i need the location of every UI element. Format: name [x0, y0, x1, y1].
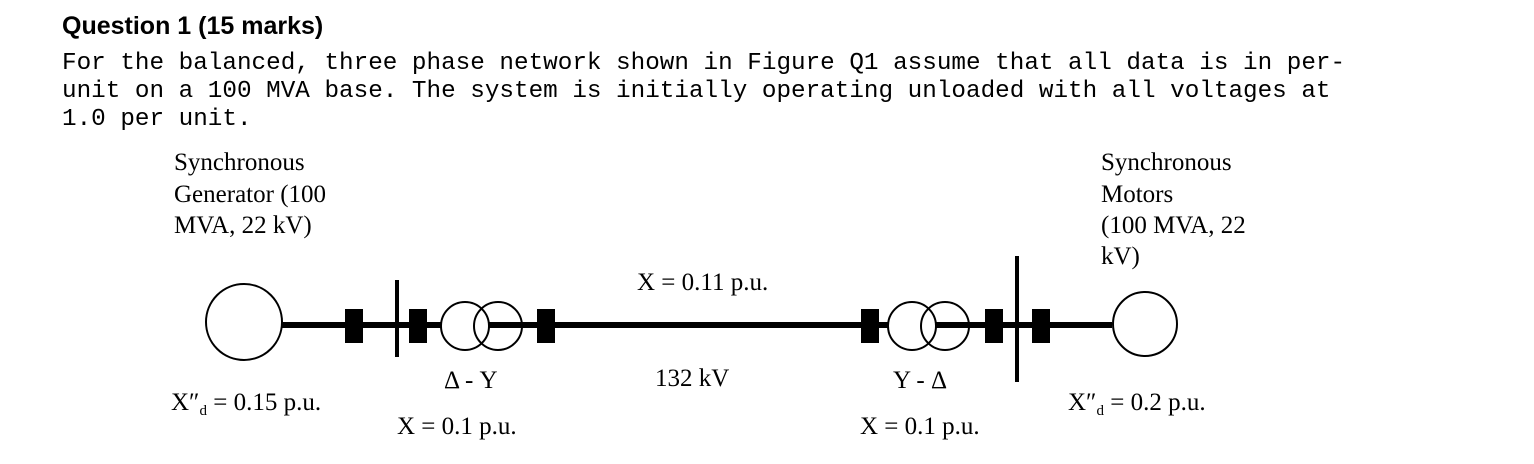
- question-body-line-1: For the balanced, three phase network sh…: [62, 50, 1346, 77]
- breaker-generator: [345, 309, 363, 343]
- transformer-left-reactance: X = 0.1 p.u.: [397, 413, 517, 440]
- transformer-right-symbol: [887, 301, 970, 351]
- breaker-motor: [1032, 309, 1050, 343]
- transformer-right-reactance: X = 0.1 p.u.: [860, 413, 980, 440]
- question-body-line-2: unit on a 100 MVA base. The system is in…: [62, 78, 1331, 105]
- generator-reactance: X″d = 0.15 p.u.: [171, 389, 321, 419]
- generator-title-line-3: MVA, 22 kV): [174, 212, 312, 239]
- line-reactance-label: X = 0.11 p.u.: [637, 269, 768, 296]
- motor-reactance: X″d = 0.2 p.u.: [1068, 389, 1206, 419]
- generator-symbol: [205, 283, 283, 361]
- motor-title-line-4: kV): [1101, 243, 1140, 270]
- transformer-left-connection: Δ - Y: [444, 367, 498, 394]
- breaker-tx2-low: [985, 309, 1003, 343]
- generator-title-line-2: Generator (100: [174, 181, 326, 208]
- generator-reactance-value: = 0.15 p.u.: [207, 389, 321, 416]
- motor-reactance-subscript: d: [1096, 403, 1104, 419]
- breaker-tx2-high: [861, 309, 879, 343]
- motor-reactance-value: = 0.2 p.u.: [1104, 389, 1206, 416]
- question-body: For the balanced, three phase network sh…: [62, 50, 1522, 134]
- motor-title-line-2: Motors: [1101, 181, 1173, 208]
- generator-reactance-subscript: d: [199, 403, 207, 419]
- generator-title-line-1: Synchronous: [174, 149, 305, 176]
- motor-reactance-prefix: X″: [1068, 389, 1096, 416]
- breaker-tx1-high: [537, 309, 555, 343]
- question-heading: Question 1 (15 marks): [62, 12, 324, 40]
- breaker-tx1-low: [409, 309, 427, 343]
- motor-title-line-1: Synchronous: [1101, 149, 1232, 176]
- generator-reactance-prefix: X″: [171, 389, 199, 416]
- transformer-left-symbol: [440, 301, 523, 351]
- motor-title-line-3: (100 MVA, 22: [1101, 212, 1246, 239]
- question-body-line-3: 1.0 per unit.: [62, 106, 252, 133]
- motor-symbol: [1112, 291, 1178, 357]
- line-voltage-label: 132 kV: [655, 365, 729, 392]
- transformer-right-connection: Y - Δ: [893, 367, 947, 394]
